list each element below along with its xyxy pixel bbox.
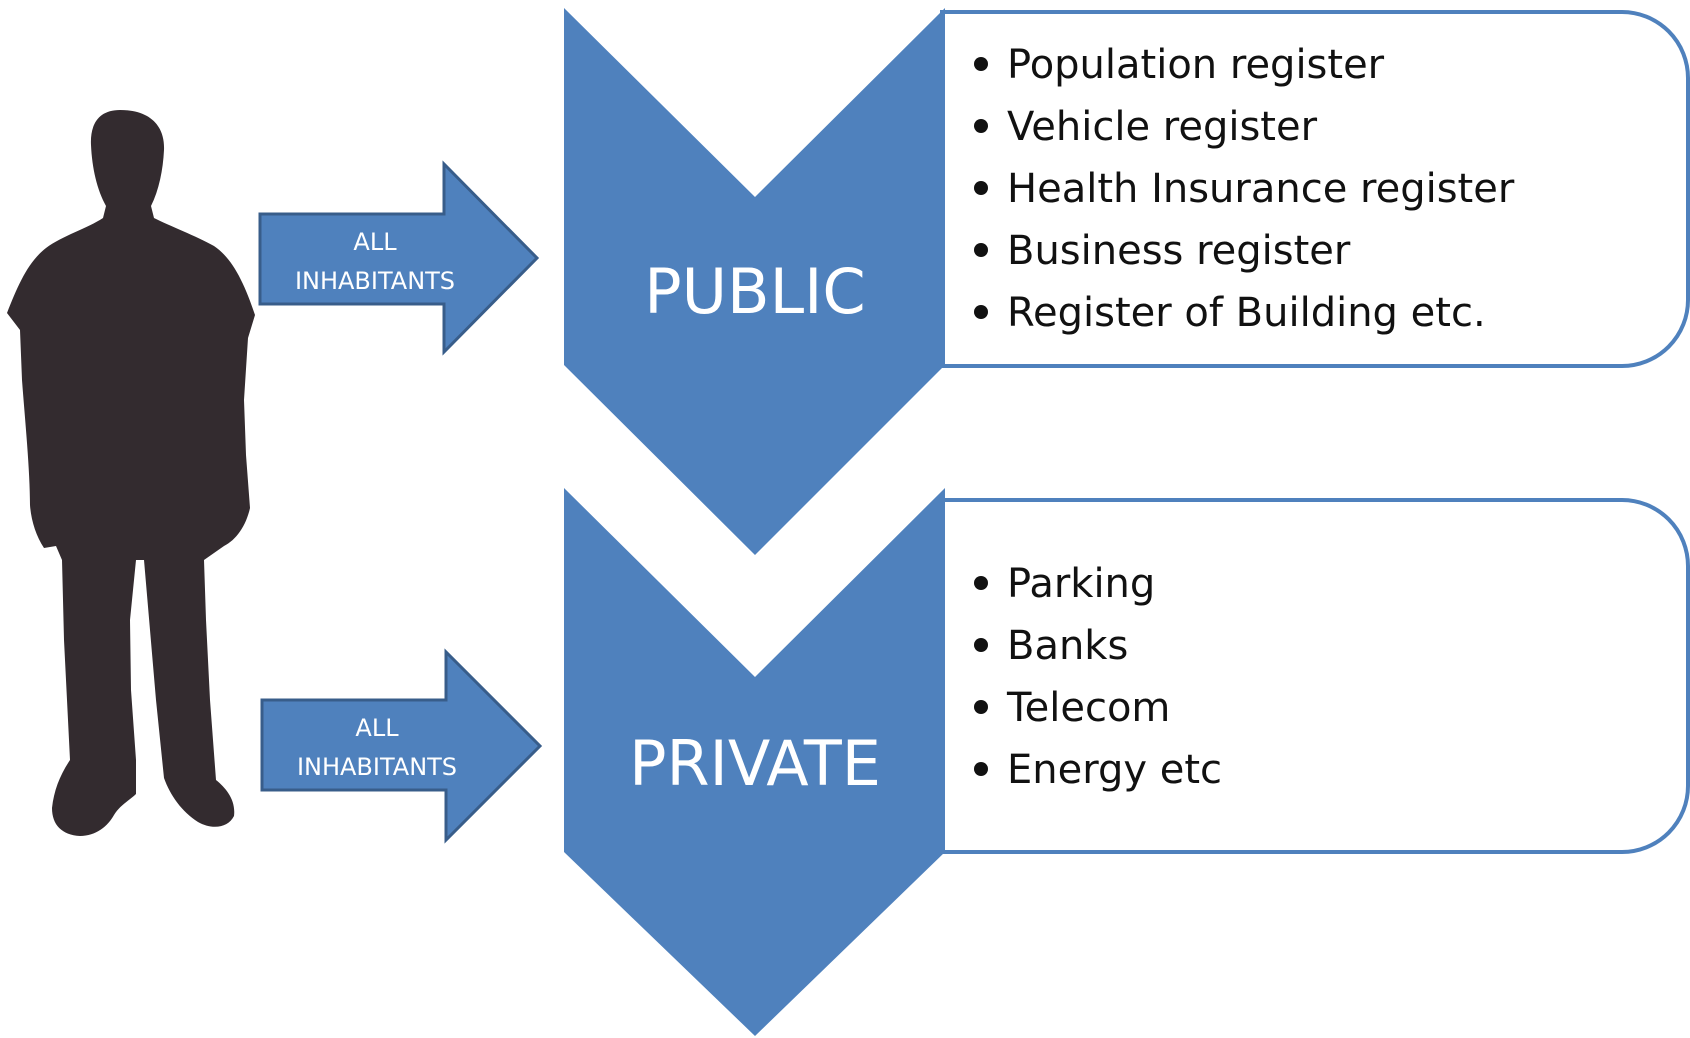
private-chevron (564, 488, 945, 1036)
list-item: Banks (1007, 623, 1128, 669)
arrow-private-label-line1: ALL (355, 714, 399, 742)
arrow-public-label-line1: ALL (353, 228, 397, 256)
bullet (974, 762, 988, 776)
arrow-public: ALL INHABITANTS (258, 160, 540, 356)
arrow-private-label-line2: INHABITANTS (297, 753, 457, 781)
arrow-private: ALL INHABITANTS (260, 648, 543, 844)
private-list: Parking Banks Telecom Energy etc (974, 561, 1222, 793)
bullet (974, 305, 988, 319)
private-list-box (940, 498, 1690, 854)
private-label: PRIVATE (629, 727, 881, 800)
bullet (974, 119, 988, 133)
list-item: Health Insurance register (1007, 166, 1515, 212)
list-item: Vehicle register (1007, 104, 1318, 150)
person-silhouette-icon (7, 110, 255, 836)
bullet (974, 576, 988, 590)
list-item: Population register (1007, 42, 1385, 88)
list-item: Energy etc (1007, 747, 1222, 793)
arrow-public-label-line2: INHABITANTS (295, 267, 455, 295)
bullet (974, 638, 988, 652)
public-label: PUBLIC (644, 255, 865, 328)
bullet (974, 700, 988, 714)
public-list-box (940, 10, 1690, 368)
bullet (974, 57, 988, 71)
list-item: Parking (1007, 561, 1155, 607)
public-list: Population register Vehicle register Hea… (974, 42, 1515, 336)
public-chevron (564, 8, 945, 555)
list-item: Register of Building etc. (1007, 290, 1486, 336)
list-item: Business register (1007, 228, 1351, 274)
bullet (974, 243, 988, 257)
list-item: Telecom (1006, 685, 1170, 731)
bullet (974, 181, 988, 195)
